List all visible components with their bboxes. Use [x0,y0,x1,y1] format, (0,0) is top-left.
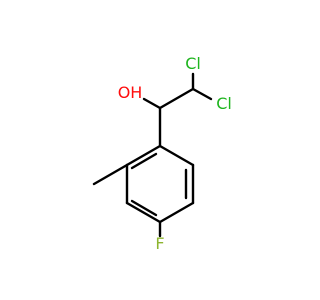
hydroxyl-label: OH [118,83,143,102]
methyl-bond [92,163,129,186]
chlorine-top-label: Cl [185,54,201,73]
fluorine-label: F [155,234,164,253]
atom-labels: OH Cl Cl F [118,54,232,253]
chlorine-right-label: Cl [216,94,232,113]
ring-double-bond [130,152,158,170]
bond-skeleton [92,72,213,238]
ring-bond [158,144,195,167]
ring-bond [125,201,162,224]
ring-double-bond [130,199,158,217]
carbinol-to-chcl2-bond [158,87,195,110]
molecule-structure: OH Cl Cl F [92,54,232,253]
chcl2-to-cl-right-bond [191,87,213,101]
ring-bond [158,201,195,224]
carbinol-to-oh-bond [142,97,162,110]
ring-bond [125,144,162,167]
